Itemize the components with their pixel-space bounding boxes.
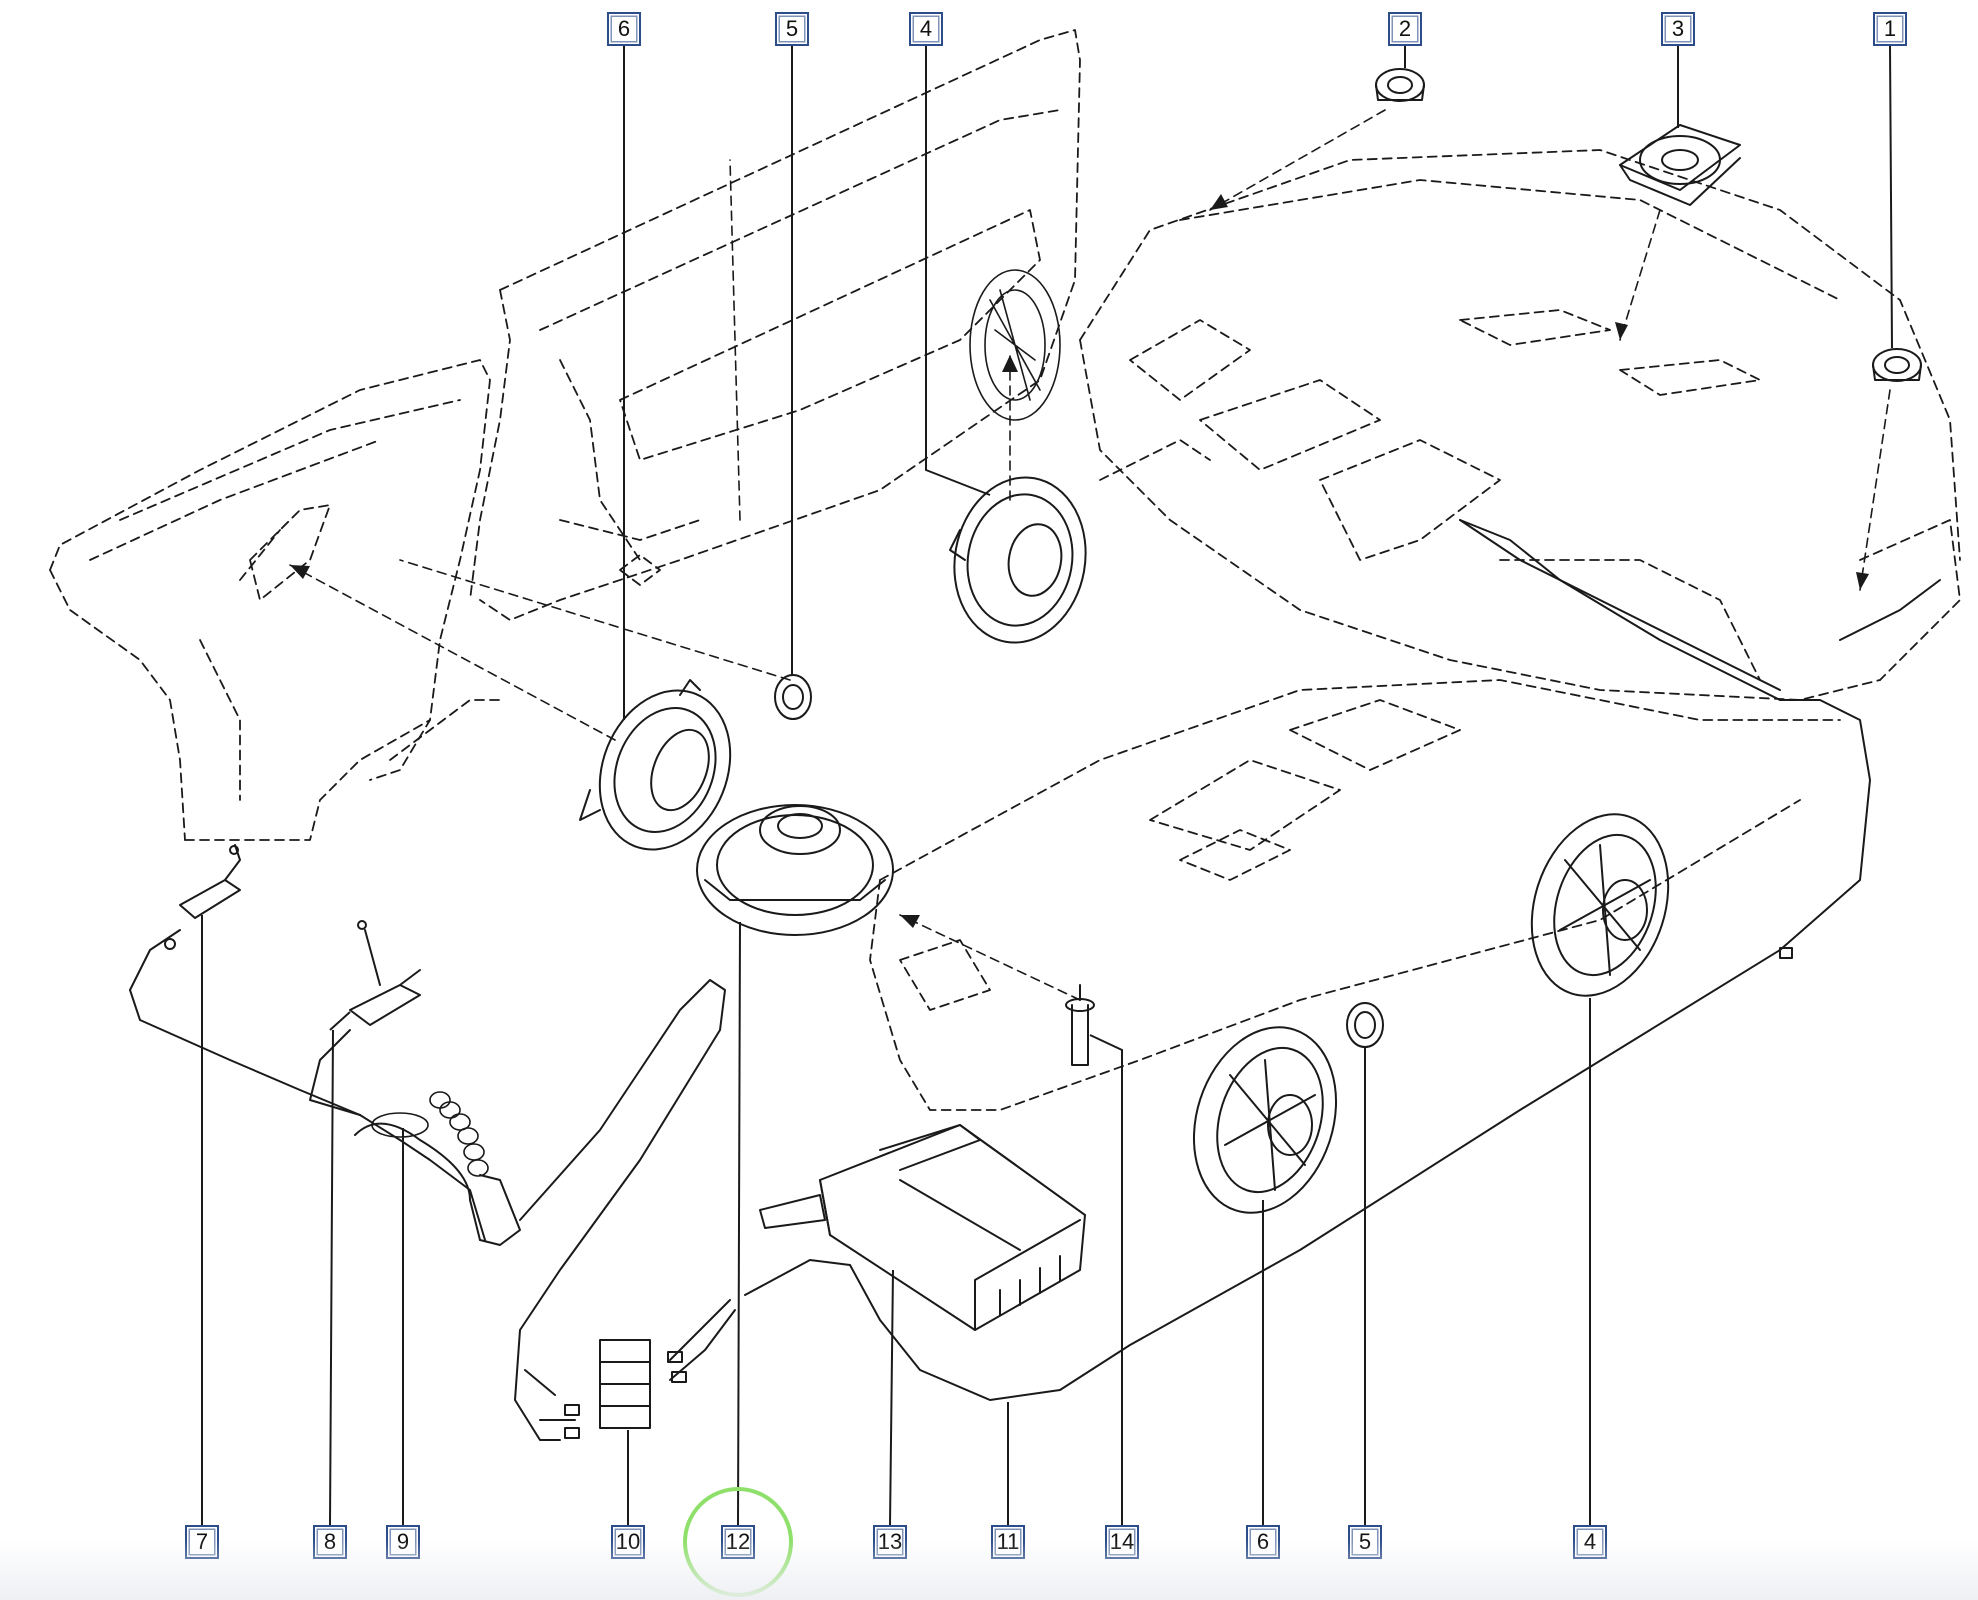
speaker-front-door-right bbox=[1530, 813, 1670, 997]
floor-console-outline bbox=[869, 679, 1841, 1111]
bottom-fade bbox=[0, 1540, 1978, 1600]
connector-block bbox=[599, 1299, 736, 1429]
speaker-front-centre bbox=[696, 804, 894, 936]
speaker-front-door-left bbox=[1192, 1026, 1338, 1214]
speaker-wiring-harness bbox=[744, 519, 1941, 1401]
speaker-rear-left bbox=[579, 679, 732, 851]
antenna-amplifier-side bbox=[349, 920, 421, 1026]
rear-quarter-panel-outline bbox=[49, 359, 501, 841]
coax-coil bbox=[371, 1091, 489, 1177]
callout-5-top[interactable]: 5 bbox=[775, 12, 809, 46]
speaker-dash-centre bbox=[1619, 124, 1741, 206]
callout-1-top[interactable]: 1 bbox=[1873, 12, 1907, 46]
tweeter-dash-right bbox=[1872, 348, 1922, 382]
callout-6-top[interactable]: 6 bbox=[607, 12, 641, 46]
callout-3-top[interactable]: 3 bbox=[1661, 12, 1695, 46]
rear-door-outline bbox=[469, 29, 1081, 621]
tweeter-front-right bbox=[1346, 1002, 1384, 1048]
tweeter-rear-left bbox=[774, 674, 812, 720]
speaker-rear-door bbox=[949, 476, 1087, 644]
leader-arrowheads bbox=[290, 194, 1869, 928]
assembly-leader-lines bbox=[289, 109, 1891, 1001]
callout-4-top[interactable]: 4 bbox=[909, 12, 943, 46]
dashboard-outline bbox=[1079, 149, 1961, 701]
antenna-coax-cable bbox=[129, 929, 726, 1441]
door-speaker-grille bbox=[969, 269, 1061, 421]
amplifier-unit bbox=[759, 1124, 1086, 1331]
tweeter-dash-left bbox=[1375, 68, 1425, 102]
callout-2-top[interactable]: 2 bbox=[1388, 12, 1422, 46]
antenna-amplifier-rear bbox=[164, 844, 241, 950]
retaining-rivet bbox=[1065, 984, 1095, 1066]
